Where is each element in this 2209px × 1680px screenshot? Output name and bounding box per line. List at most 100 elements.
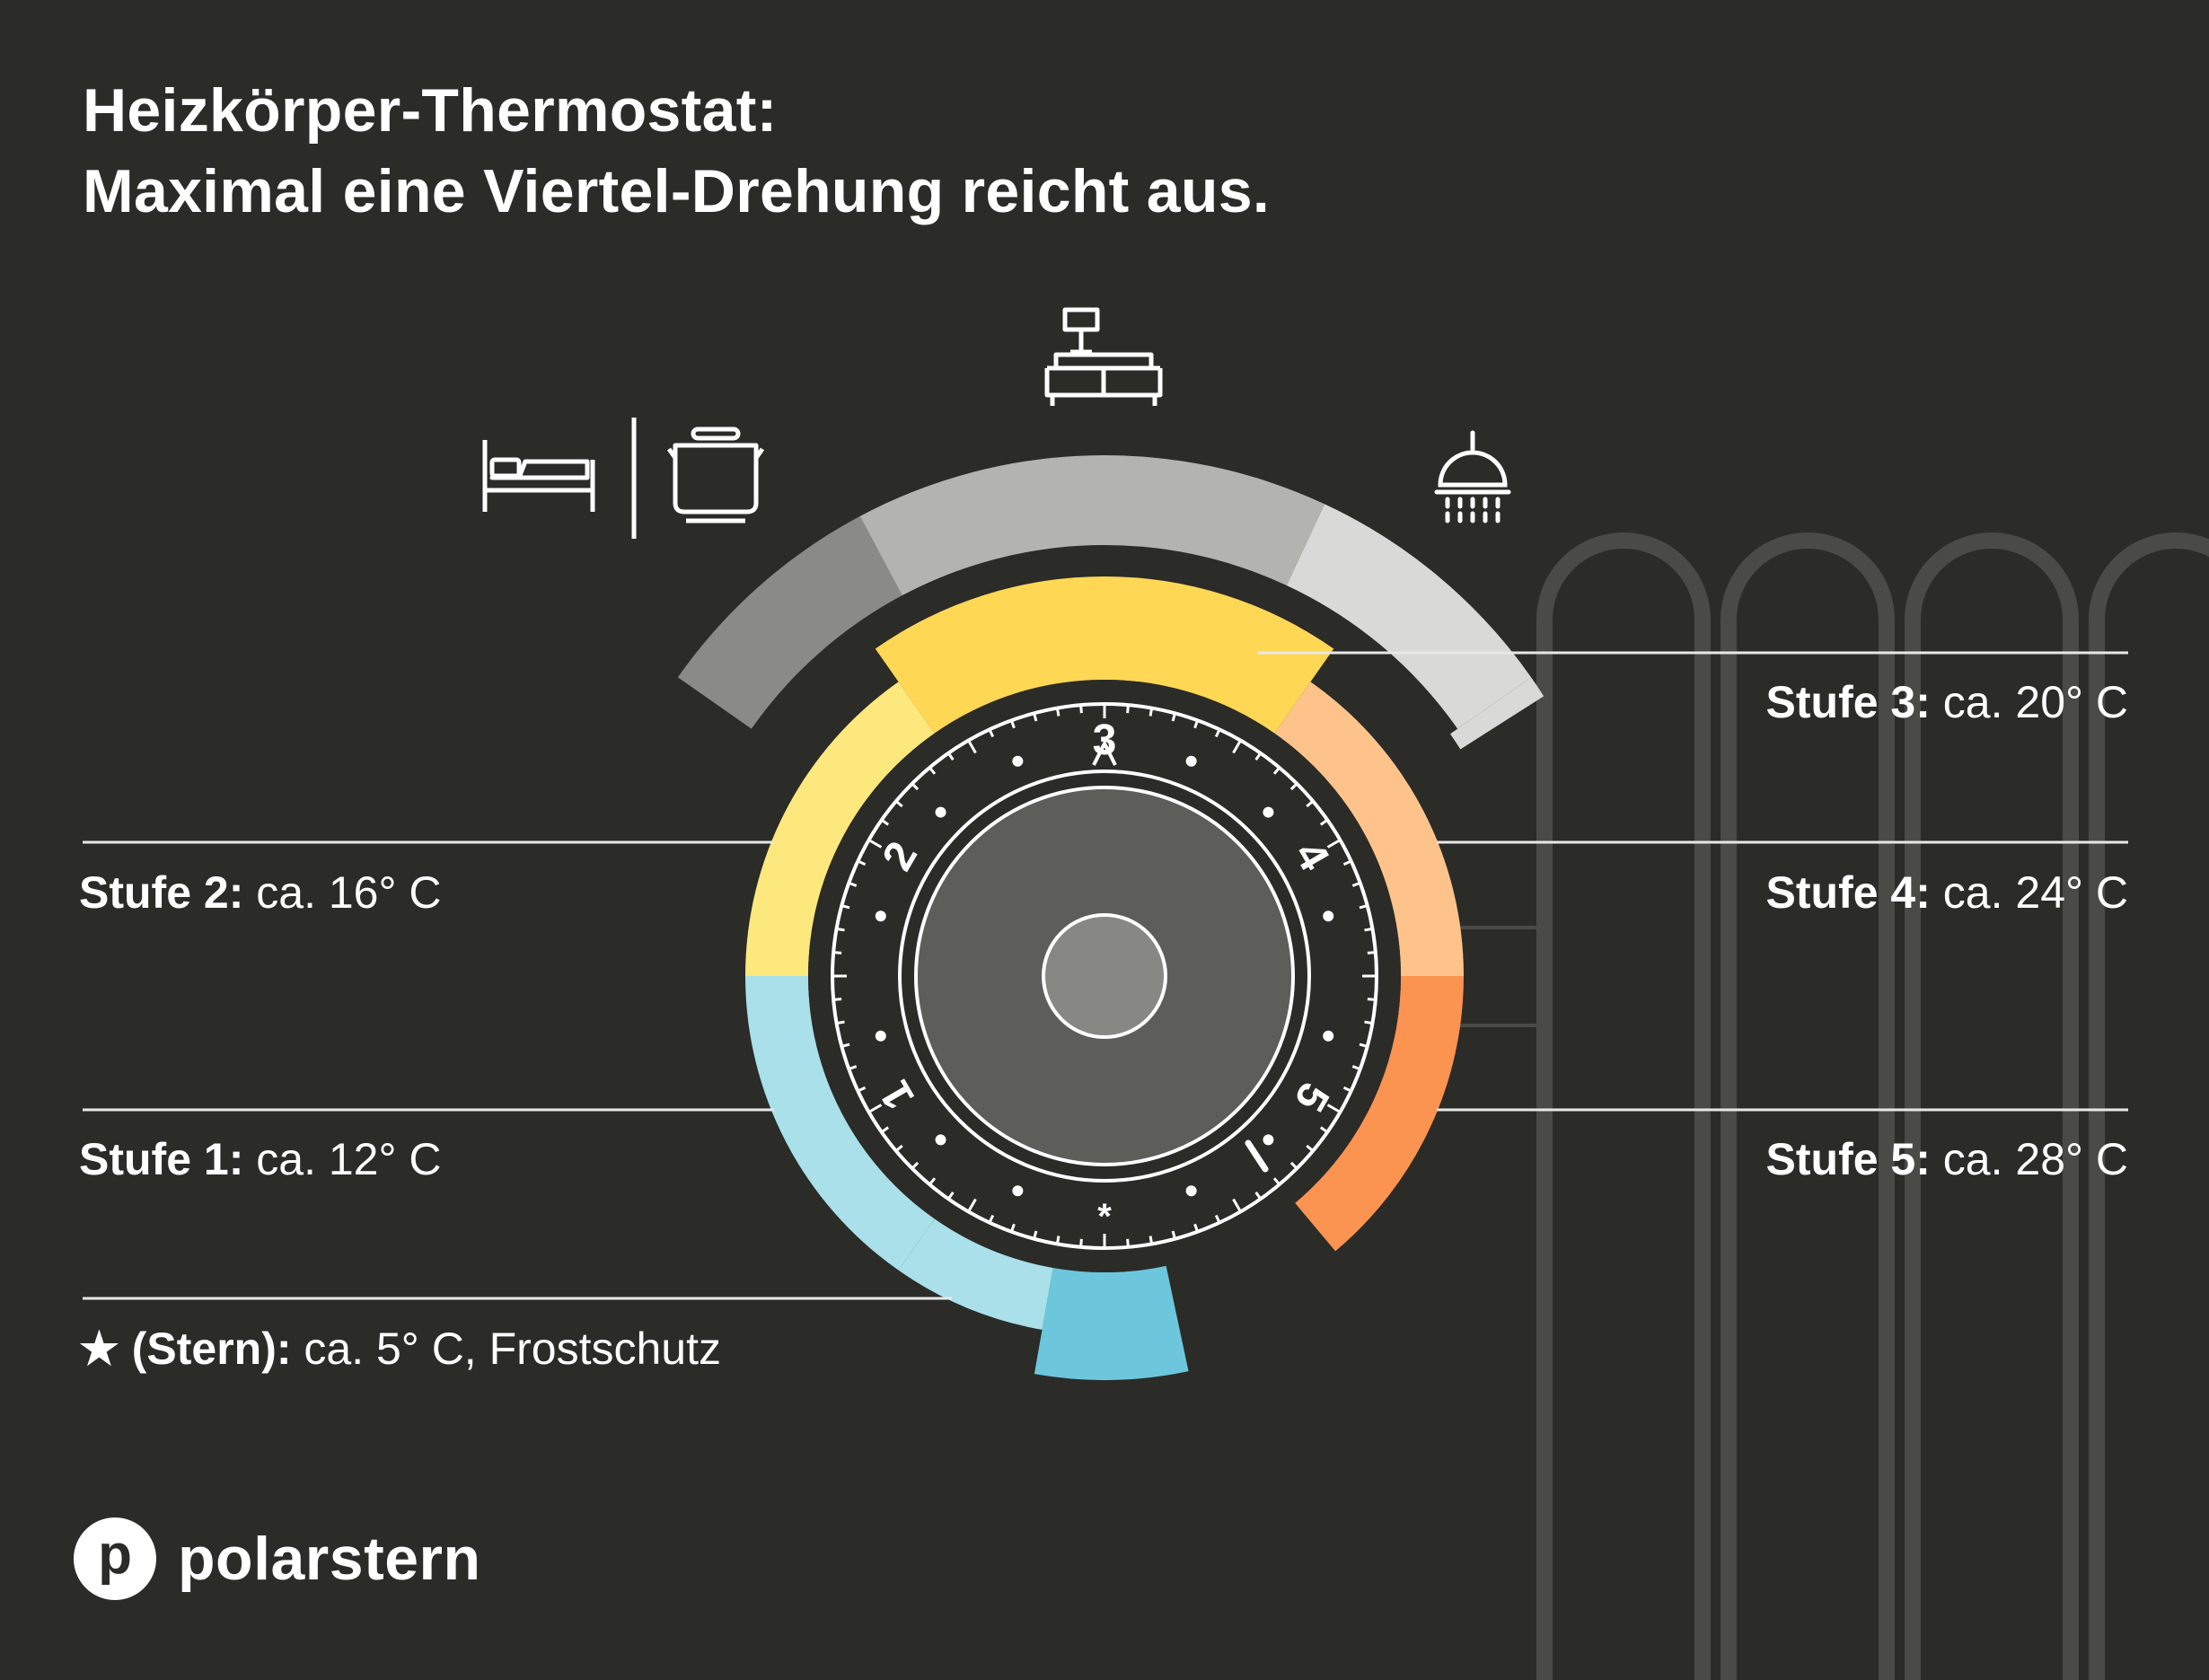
ring-segment-2 (745, 682, 935, 976)
band-segment-bathroom-a (1286, 504, 1532, 729)
leader-lines (83, 651, 2128, 1300)
scale-dot (1185, 755, 1197, 767)
scale-tick (1126, 705, 1130, 714)
polarstern-logo: p polarstern (74, 1517, 481, 1600)
label-stufe-2-name: Stufe 2: (79, 867, 244, 918)
label-stufe-3-name: Stufe 3: (1765, 677, 1931, 727)
scale-tick (1149, 1236, 1154, 1245)
scale-dot (1323, 910, 1334, 922)
scale-tick (867, 839, 883, 849)
scale-tick (1319, 1126, 1329, 1134)
band-segment-bedroom-kitchen (677, 515, 902, 729)
scale-tick (857, 859, 867, 866)
scale-tick (1193, 719, 1200, 729)
logo-mark: p (74, 1517, 156, 1600)
band-segment-bathroom-b (1450, 677, 1545, 750)
scale-dot (1012, 1185, 1024, 1197)
scale-tick (1342, 859, 1352, 866)
scale-tick (946, 752, 955, 761)
scale-tick (1009, 1223, 1016, 1233)
label-stufe-3: Stufe 3: ca. 20° C (1766, 675, 2128, 729)
scale-tick (1079, 705, 1083, 714)
dial-star-mark: * (1097, 1197, 1112, 1236)
scale-tick (1254, 752, 1263, 761)
scale-dot (875, 910, 886, 922)
scale-tick (967, 1198, 977, 1213)
scale-tick (867, 1104, 883, 1113)
shower-icon (1434, 430, 1511, 527)
label-stufe-5-name: Stufe 5: (1765, 1134, 1931, 1184)
ring-segment-4 (1274, 682, 1464, 976)
level-ring (745, 576, 1464, 1380)
ring-segment-1 (745, 976, 935, 1271)
label-stufe-4: Stufe 4: ca. 24° C (1766, 866, 2128, 919)
scale-tick (1359, 1042, 1369, 1048)
scale-tick (1079, 1238, 1083, 1247)
scale-tick (928, 766, 937, 775)
scale-tick (1272, 766, 1281, 775)
scale-tick (946, 1191, 955, 1201)
thermostat-knob: 3 2 4 1 5 * (808, 680, 1401, 1272)
scale-tick (848, 881, 858, 887)
scale-tick (836, 927, 845, 932)
label-stufe-1-text: ca. 12° C (256, 1134, 442, 1184)
scale-tick (833, 998, 842, 1001)
star-icon: ★ (79, 1324, 119, 1374)
radiator-illustration (1536, 532, 2209, 1680)
ring-segment-1 (898, 1218, 1053, 1330)
scale-tick (1055, 1236, 1060, 1245)
scale-tick (840, 904, 850, 910)
scale-tick (833, 951, 842, 954)
scale-tick (840, 1042, 850, 1048)
scale-tick (1326, 839, 1342, 849)
scale-tick (1319, 818, 1329, 826)
knob-scale-ticks (832, 704, 1377, 1248)
scale-tick (1359, 904, 1369, 910)
scale-tick (1351, 881, 1361, 887)
scale-tick (1214, 728, 1221, 738)
scale-tick (836, 1020, 845, 1025)
scale-dot (935, 1134, 946, 1146)
title-line-1: Heizkörper-Thermostat: (83, 76, 778, 145)
dial-stop-mark (1245, 1139, 1269, 1173)
room-usage-band (677, 454, 1545, 750)
scale-tick (857, 1086, 867, 1093)
scale-tick (1367, 998, 1376, 1001)
scale-tick (1055, 708, 1060, 717)
scale-tick (894, 800, 903, 808)
scale-tick (1149, 708, 1154, 717)
ring-segment-5 (1295, 976, 1464, 1252)
label-stern-text: ca. 5° C, Frostschutz (304, 1324, 721, 1374)
scale-tick (1289, 782, 1298, 791)
scale-tick (988, 728, 995, 738)
scale-dot (1263, 806, 1274, 818)
scale-tick (1193, 1223, 1200, 1233)
scale-tick (1306, 800, 1315, 808)
title-line-2: Maximal eine Viertel-Drehung reicht aus. (83, 157, 1271, 225)
scale-tick (1367, 951, 1376, 954)
label-stufe-5-text: ca. 28° C (1942, 1134, 2128, 1184)
scale-tick (1364, 1020, 1373, 1025)
label-stern: ★ (Stern): ca. 5° C, Frostschutz (79, 1322, 721, 1376)
scale-tick (880, 818, 890, 826)
label-stufe-2-text: ca. 16° C (256, 867, 442, 918)
scale-tick (1326, 1104, 1342, 1113)
scale-tick (1364, 927, 1373, 932)
scale-tick (1171, 712, 1176, 722)
knob-scale-dots (875, 755, 1334, 1197)
scale-tick (988, 1214, 995, 1224)
scale-tick (848, 1065, 858, 1071)
label-stufe-4-name: Stufe 4: (1765, 867, 1931, 918)
logo-text: polarstern (178, 1525, 481, 1593)
scale-tick (880, 1126, 890, 1134)
scale-tick (1272, 1177, 1281, 1186)
scale-tick (1306, 1144, 1315, 1152)
label-stufe-4-text: ca. 24° C (1942, 867, 2128, 918)
page-title: Heizkörper-Thermostat: Maximal eine Vier… (83, 70, 1270, 232)
scale-tick (1033, 1230, 1038, 1240)
scale-tick (1232, 739, 1242, 754)
scale-tick (1342, 1086, 1352, 1093)
scale-tick (1254, 1191, 1263, 1201)
scale-tick (1126, 1238, 1130, 1247)
